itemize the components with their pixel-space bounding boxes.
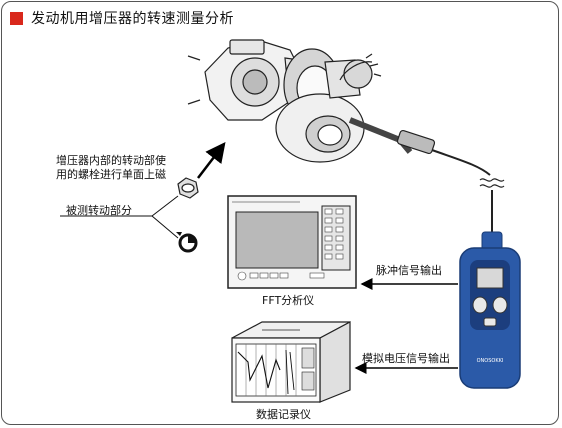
turbocharger	[187, 39, 491, 176]
handheld-tachometer: ONOSOKKI	[459, 231, 521, 389]
measured-part-pointer	[60, 195, 179, 239]
brand-label: ONOSOKKI	[477, 358, 504, 364]
note-line-2: 用的螺栓进行单面上磁	[56, 168, 166, 181]
data-recorder-device	[231, 321, 351, 403]
note-line-1: 增压器内部的转动部使	[56, 154, 166, 167]
title-row: 发动机用增压器的转速测量分析	[10, 8, 234, 28]
page-title: 发动机用增压器的转速测量分析	[31, 11, 234, 27]
rotation-icon	[176, 232, 198, 253]
fft-analyzer-device	[227, 195, 357, 289]
fft-analyzer-label: FFT分析仪	[262, 294, 315, 307]
measured-part-label: 被测转动部分	[66, 204, 132, 217]
nut-to-turbo-arrow	[197, 142, 226, 179]
data-recorder-label: 数据记录仪	[256, 408, 311, 421]
title-marker-icon	[10, 11, 23, 25]
analog-output-label: 模拟电压信号输出	[362, 352, 450, 365]
cable-break-icon	[479, 178, 505, 232]
pulse-output-label: 脉冲信号输出	[376, 264, 442, 277]
hex-nut-icon	[177, 177, 199, 199]
